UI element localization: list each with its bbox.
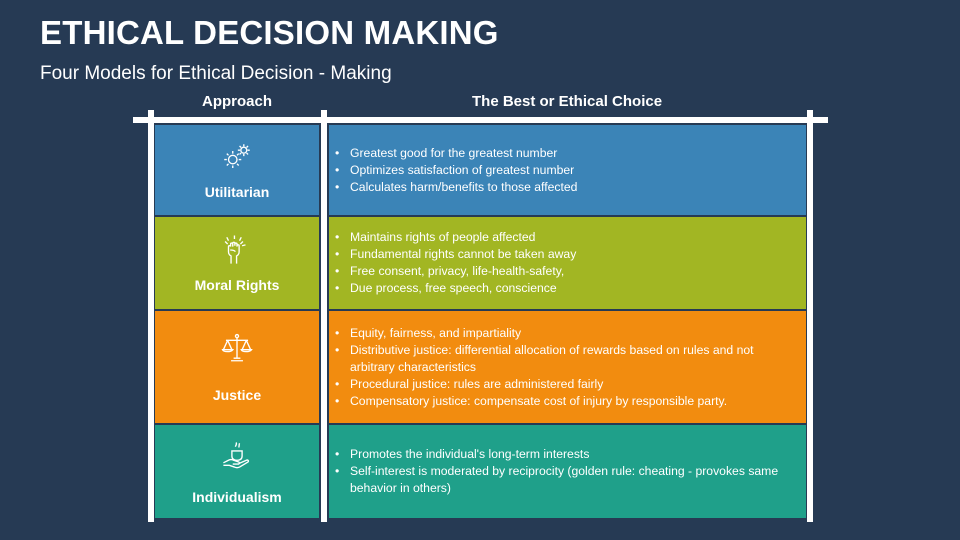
bullet-list: Promotes the individual's long-term inte… — [329, 446, 806, 497]
column-header-approach: Approach — [202, 93, 273, 110]
list-item: Distributive justice: differential alloc… — [335, 342, 792, 376]
list-item: Equity, fairness, and impartiality — [335, 325, 792, 342]
page-subtitle: Four Models for Ethical Decision - Makin… — [40, 63, 392, 84]
choice-cell: Maintains rights of people affected Fund… — [329, 217, 806, 309]
list-item: Procedural justice: rules are administer… — [335, 376, 792, 393]
bullet-list: Greatest good for the greatest number Op… — [329, 145, 591, 196]
raised-fist-icon — [220, 233, 254, 267]
table-row: Utilitarian Greatest good for the greate… — [155, 125, 806, 215]
table-right-border — [807, 110, 813, 522]
approach-cell: Moral Rights — [155, 217, 319, 309]
gears-icon — [220, 140, 254, 174]
column-header-choice: The Best or Ethical Choice — [472, 93, 663, 110]
list-item: Compensatory justice: compensate cost of… — [335, 393, 792, 410]
row-label: Moral Rights — [194, 277, 280, 293]
list-item: Free consent, privacy, life-health-safet… — [335, 263, 576, 280]
list-item: Self-interest is moderated by reciprocit… — [335, 463, 792, 497]
list-item: Promotes the individual's long-term inte… — [335, 446, 792, 463]
approach-cell: Individualism — [155, 425, 319, 518]
list-item: Due process, free speech, conscience — [335, 280, 576, 297]
list-item: Calculates harm/benefits to those affect… — [335, 179, 577, 196]
approach-cell: Justice — [155, 311, 319, 423]
list-item: Maintains rights of people affected — [335, 229, 576, 246]
table-row: Justice Equity, fairness, and impartiali… — [155, 311, 806, 423]
list-item: Optimizes satisfaction of greatest numbe… — [335, 162, 577, 179]
bullet-list: Maintains rights of people affected Fund… — [329, 229, 590, 297]
table-top-border — [133, 117, 828, 123]
table-row: Individualism Promotes the individual's … — [155, 425, 806, 518]
hand-holding-icon — [220, 439, 254, 473]
scales-icon — [220, 331, 254, 365]
row-label: Utilitarian — [204, 184, 270, 200]
table-row: Moral Rights Maintains rights of people … — [155, 217, 806, 309]
choice-cell: Promotes the individual's long-term inte… — [329, 425, 806, 518]
choice-cell: Greatest good for the greatest number Op… — [329, 125, 806, 215]
approach-cell: Utilitarian — [155, 125, 319, 215]
list-item: Greatest good for the greatest number — [335, 145, 577, 162]
row-label: Justice — [212, 387, 262, 403]
bullet-list: Equity, fairness, and impartiality Distr… — [329, 325, 806, 410]
list-item: Fundamental rights cannot be taken away — [335, 246, 576, 263]
table-column-divider — [321, 110, 327, 522]
table-left-border — [148, 110, 154, 522]
row-label: Individualism — [192, 488, 282, 505]
page-title: ETHICAL DECISION MAKING — [40, 14, 499, 51]
choice-cell: Equity, fairness, and impartiality Distr… — [329, 311, 806, 423]
